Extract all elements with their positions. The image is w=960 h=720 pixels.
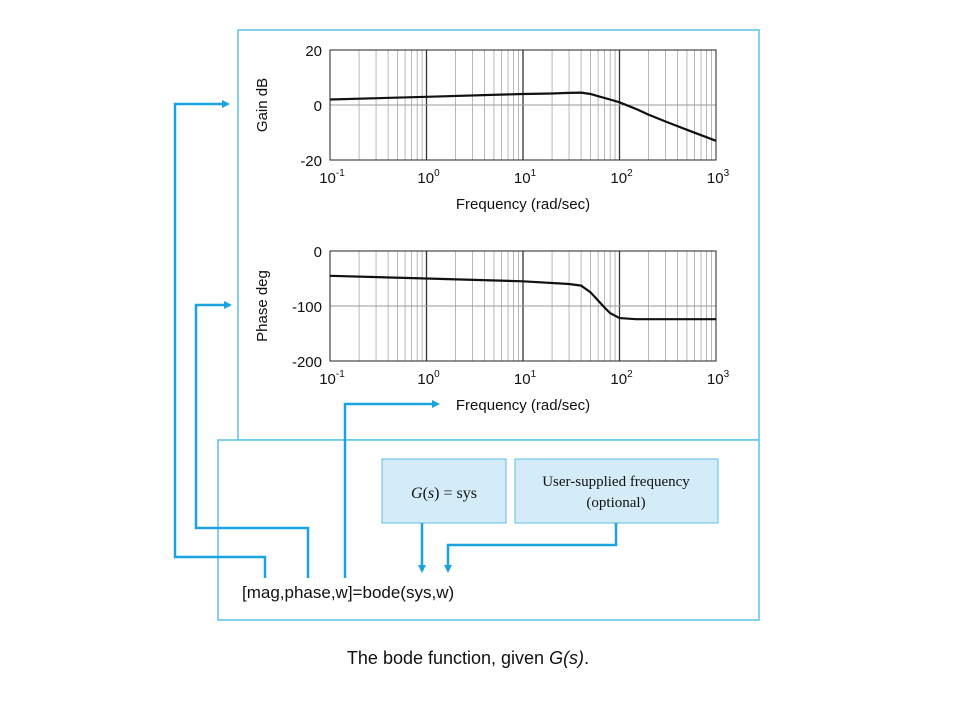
gs-func: G (411, 485, 423, 502)
phase-xtick-label: 10-1 (319, 369, 345, 388)
gain-xtick-base: 10 (610, 170, 627, 187)
phase-xtick-exp: 3 (724, 369, 730, 380)
phase-ytick-top: 0 (314, 244, 322, 261)
phase-grid (330, 251, 716, 361)
caption-prefix: The bode function, given (346, 648, 550, 668)
gain-xlabel: Frequency (rad/sec) (456, 196, 590, 213)
gain-ytick-bottom: -20 (300, 153, 322, 170)
gain-xtick-label: 103 (707, 168, 730, 187)
gs-box-label: G(s) = sys (411, 485, 477, 502)
phase-ytick-mid: -100 (292, 299, 322, 316)
phase-xtick-label: 102 (610, 369, 633, 388)
gain-xtick-base: 10 (417, 170, 434, 187)
plots-panel (237, 29, 760, 441)
gs-box-rect (381, 458, 507, 524)
gain-xtick-label: 102 (610, 168, 633, 187)
gain-ylabel: Gain dB (254, 78, 271, 132)
gain-xtick-exp: -1 (336, 168, 345, 179)
phase-xtick-label: 103 (707, 369, 730, 388)
gain-ytick-mid: 0 (314, 98, 322, 115)
phase-ytick-bottom: -200 (292, 354, 322, 371)
phase-xtick-base: 10 (319, 371, 336, 388)
gs-box: G(s) = sys (381, 458, 507, 524)
gain-grid (330, 50, 716, 160)
gain-xtick-exp: 1 (531, 168, 537, 179)
w-to-frequency-arrow (343, 400, 440, 578)
gain-xtick-exp: 0 (434, 168, 440, 179)
gain-xtick-label: 10-1 (319, 168, 345, 187)
figure-caption: The bode function, given G(s). (0, 648, 936, 669)
phase-xtick-base: 10 (417, 371, 434, 388)
w-input-arrow (444, 523, 618, 573)
gs-close-paren: ) (434, 485, 443, 502)
gs-rhs: = sys (443, 485, 476, 502)
gain-xtick-exp: 2 (627, 168, 633, 179)
bode-command: [mag,phase,w]=bode(sys,w) (242, 583, 454, 602)
phase-xtick-exp: 2 (627, 369, 633, 380)
gain-plot-frame (329, 49, 717, 161)
phase-xlabel: Frequency (rad/sec) (456, 397, 590, 414)
user-freq-line1: User-supplied frequency (542, 474, 690, 490)
phase-xtick-label: 100 (417, 369, 440, 388)
gain-curve (329, 91, 717, 142)
phase-xtick-exp: -1 (336, 369, 345, 380)
phase-plot-frame (329, 250, 717, 362)
user-freq-box: User-supplied frequency (optional) (514, 458, 719, 524)
gain-ytick-top: 20 (305, 43, 322, 60)
gain-xtick-exp: 3 (724, 168, 730, 179)
phase-xtick-base: 10 (514, 371, 531, 388)
phase-curve (329, 274, 716, 321)
phase-to-phase-arrow (194, 301, 310, 578)
user-freq-box-rect (514, 458, 719, 524)
user-freq-line2: (optional) (586, 495, 645, 511)
gain-xtick-base: 10 (707, 170, 724, 187)
gs-var: s (428, 485, 434, 502)
gain-xtick-label: 100 (417, 168, 440, 187)
phase-xtick-exp: 1 (531, 369, 537, 380)
gain-xtick-base: 10 (319, 170, 336, 187)
caption-suffix: . (584, 648, 590, 668)
caption-italic: G(s) (549, 648, 585, 668)
gain-xtick-label: 101 (514, 168, 537, 187)
phase-xtick-base: 10 (610, 371, 627, 388)
phase-xtick-base: 10 (707, 371, 724, 388)
mag-to-gain-arrow (173, 100, 267, 578)
gs-open-paren: ( (423, 485, 428, 502)
phase-xtick-exp: 0 (434, 369, 440, 380)
gain-xtick-base: 10 (514, 170, 531, 187)
phase-xtick-label: 101 (514, 369, 537, 388)
phase-ylabel: Phase deg (254, 270, 271, 342)
connector-arrows (173, 100, 618, 578)
